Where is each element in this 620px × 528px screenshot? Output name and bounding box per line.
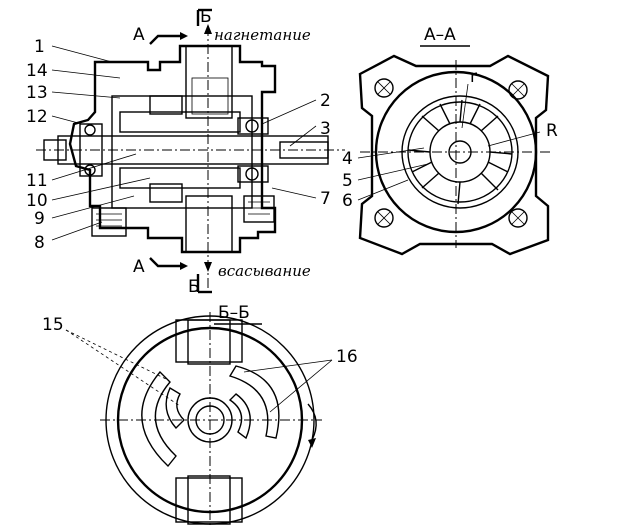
callout-5: 5 [342, 171, 353, 191]
section-aa-title: A–A [424, 25, 456, 45]
callout-11: 11 [26, 171, 48, 191]
discharge-label: нагнетание [214, 26, 311, 44]
section-bb-title: Б–Б [218, 303, 250, 323]
radius-r-label: r [470, 67, 477, 87]
callout-13: 13 [26, 83, 48, 103]
cut-mark-a-bottom: A [133, 257, 145, 277]
callout-3: 3 [320, 119, 331, 139]
callout-9: 9 [34, 209, 45, 229]
callout-8: 8 [34, 233, 45, 253]
callout-12: 12 [26, 107, 48, 127]
cut-mark-b-bottom: Б [188, 277, 200, 297]
callout-6: 6 [342, 191, 353, 211]
section-b-b: Б–Б 15 16 [42, 303, 358, 528]
longitudinal-section: A Б нагнетание A Б всасывание 1 14 13 12… [26, 7, 345, 297]
suction-label: всасывание [218, 262, 311, 280]
cut-mark-a-top: A [133, 25, 145, 45]
callout-1: 1 [34, 37, 45, 57]
callout-16: 16 [336, 347, 358, 367]
section-a-a: A–A [342, 25, 558, 256]
callout-7: 7 [320, 189, 331, 209]
callout-4: 4 [342, 149, 353, 169]
callout-2: 2 [320, 91, 331, 111]
radius-R-label: R [546, 121, 558, 141]
callout-15: 15 [42, 315, 64, 335]
callout-10: 10 [26, 191, 48, 211]
cut-mark-b-top: Б [200, 7, 212, 27]
callout-14: 14 [26, 61, 48, 81]
